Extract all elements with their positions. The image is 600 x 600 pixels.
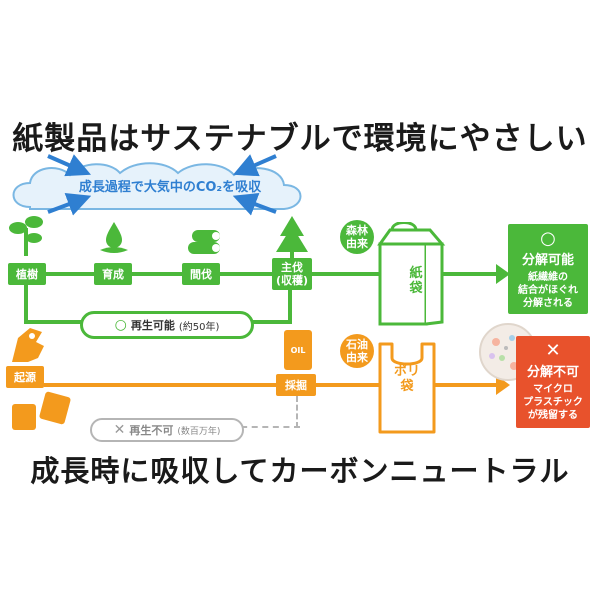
renewable-label: ○ 再生可能 (約50年) <box>80 311 254 339</box>
result-biodegradable: ○ 分解可能 紙繊維の 結合がほぐれ 分解される <box>508 224 588 314</box>
oil-label: OIL <box>290 345 306 355</box>
result-ng-title: 分解不可 <box>526 365 579 380</box>
connector-green-3 <box>220 272 272 276</box>
circle-mark-icon: ○ <box>114 317 127 333</box>
renewable-text: 再生可能 <box>130 319 175 332</box>
co2-arrows <box>47 154 277 216</box>
arrow-co2-4 <box>232 192 277 216</box>
renewable-note: (約50年) <box>178 321 220 333</box>
forest-icon <box>276 216 308 258</box>
step-mining: 採掘 <box>276 374 316 396</box>
dinosaur-icon <box>12 328 44 362</box>
nonrenewable-note: (数百万年) <box>177 426 221 437</box>
sapling-icon <box>9 216 43 256</box>
origin-forest-badge: 森林 由来 <box>340 220 374 254</box>
result-ng-icon: ✕ <box>545 340 561 361</box>
nonrenewable-label: ✕ 再生不可 (数百万年) <box>90 418 244 442</box>
logs-icon <box>188 230 220 254</box>
arrow-co2-3 <box>233 154 277 177</box>
oil-barrels-icon <box>12 391 71 430</box>
paper-bag-label: 紙 袋 <box>409 266 423 296</box>
loop-dashed-right <box>296 396 298 428</box>
nonrenewable-text: 再生不可 <box>129 424 174 437</box>
plastic-bag-label: ポリ 袋 <box>394 364 421 394</box>
result-ng-desc: マイクロ プラスチック が残留する <box>523 384 583 421</box>
arrow-co2-2 <box>47 192 92 216</box>
headline-top: 紙製品はサステナブルで環境にやさしい <box>12 121 588 157</box>
headline-bottom: 成長時に吸収してカーボンニュートラル <box>30 454 570 488</box>
cross-mark-icon: ✕ <box>113 422 126 438</box>
result-ok-desc: 紙繊維の 結合がほぐれ 分解される <box>518 272 578 309</box>
step-thinning: 間伐 <box>182 263 220 285</box>
loop-green-left <box>24 285 28 323</box>
result-non-biodegradable: ✕ 分解不可 マイクロ プラスチック が残留する <box>516 336 590 428</box>
paper-bag-icon <box>377 222 446 326</box>
connector-orange-1 <box>44 383 276 387</box>
arrow-co2-1 <box>47 154 91 177</box>
connector-green-1 <box>46 272 94 276</box>
result-ok-title: 分解可能 <box>521 253 574 268</box>
connector-green-2 <box>132 272 182 276</box>
step-growing: 育成 <box>94 263 132 285</box>
step-planting: 植樹 <box>8 263 46 285</box>
arrowhead-orange <box>496 375 510 395</box>
loop-dashed-bottom <box>220 426 300 428</box>
result-ok-icon: ○ <box>540 228 556 249</box>
loop-green-right <box>288 290 292 324</box>
step-harvest: 主伐 (収穫) <box>272 258 312 290</box>
oil-barrel-icon: OIL <box>284 330 312 370</box>
step-origin: 起源 <box>6 366 44 388</box>
plastic-bag-icon <box>378 342 436 434</box>
arrowhead-green <box>496 264 510 284</box>
water-drop-icon <box>100 222 128 253</box>
cloud-text: 成長過程で大気中のCO₂を吸収 <box>78 180 262 195</box>
origin-oil-badge: 石油 由来 <box>340 334 374 368</box>
